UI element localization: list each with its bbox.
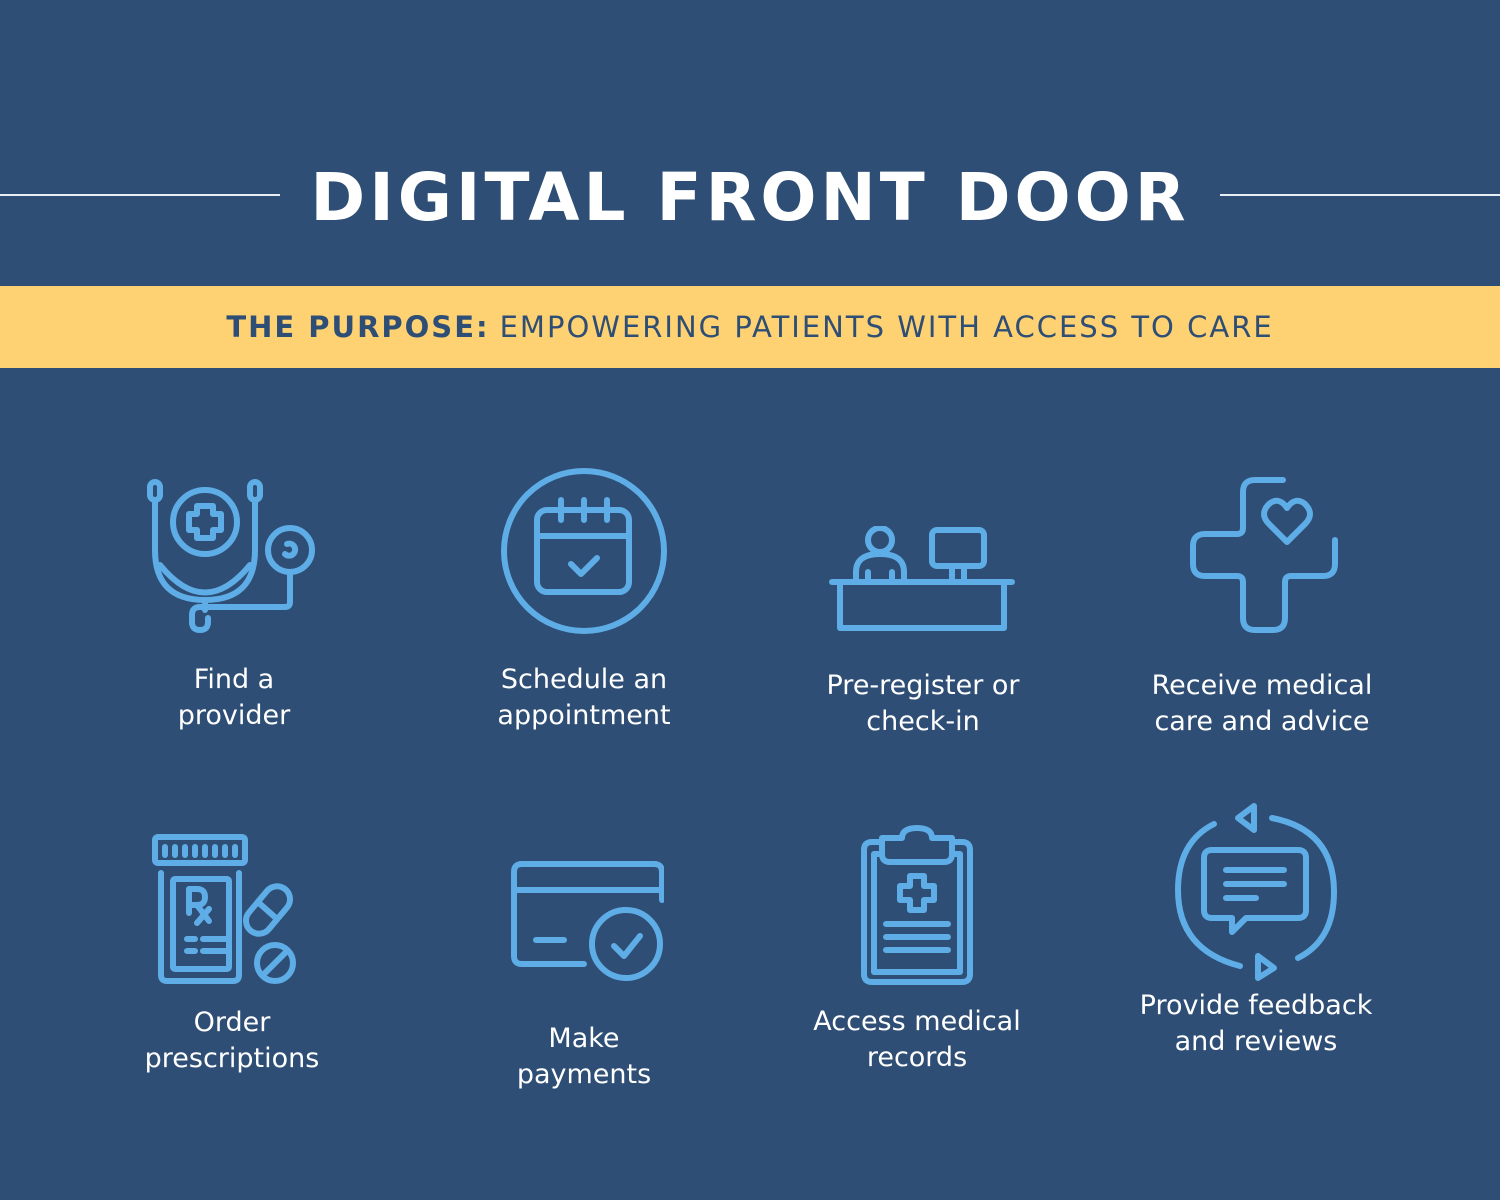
reception-desk-icon	[829, 526, 1015, 631]
feature-provide-feedback: Provide feedback and reviews	[1106, 800, 1406, 1060]
title-divider-right	[1220, 194, 1500, 196]
purpose-label: THE PURPOSE:	[226, 310, 490, 344]
feature-make-payments: Make payments	[434, 860, 734, 1093]
feature-label: Receive medical care and advice	[1151, 670, 1373, 737]
feature-label: Access medical records	[813, 1006, 1021, 1073]
feature-pre-register: Pre-register or check-in	[773, 526, 1073, 740]
feature-label: Pre-register or check-in	[826, 670, 1020, 737]
calendar-check-icon	[501, 468, 667, 634]
card-payment-check-icon	[511, 861, 664, 981]
feature-label: Order prescriptions	[144, 1007, 320, 1074]
medical-clipboard-icon	[861, 825, 973, 985]
feature-label: Provide feedback and reviews	[1139, 990, 1373, 1057]
stethoscope-icon	[147, 479, 315, 633]
purpose-banner: THE PURPOSE: EMPOWERING PATIENTS WITH AC…	[0, 286, 1500, 368]
title-divider-left	[0, 194, 280, 196]
feature-label: Make payments	[516, 1023, 652, 1090]
prescription-bottle-icon	[152, 834, 296, 984]
header: DIGITAL FRONT DOOR	[0, 150, 1500, 245]
feature-label: Schedule an appointment	[497, 664, 671, 731]
feature-receive-care: Receive medical care and advice	[1112, 470, 1412, 740]
feature-access-records: Access medical records	[767, 824, 1067, 1076]
feature-order-prescriptions: Order prescriptions	[82, 833, 382, 1077]
feature-schedule-appointment: Schedule an appointment	[434, 466, 734, 734]
medical-cross-heart-icon	[1190, 477, 1338, 633]
feedback-chat-cycle-icon	[1174, 803, 1337, 981]
feature-label: Find a provider	[177, 664, 291, 731]
purpose-text: EMPOWERING PATIENTS WITH ACCESS TO CARE	[499, 310, 1274, 344]
page-title: DIGITAL FRONT DOOR	[310, 159, 1190, 236]
feature-find-provider: Find a provider	[84, 470, 384, 734]
